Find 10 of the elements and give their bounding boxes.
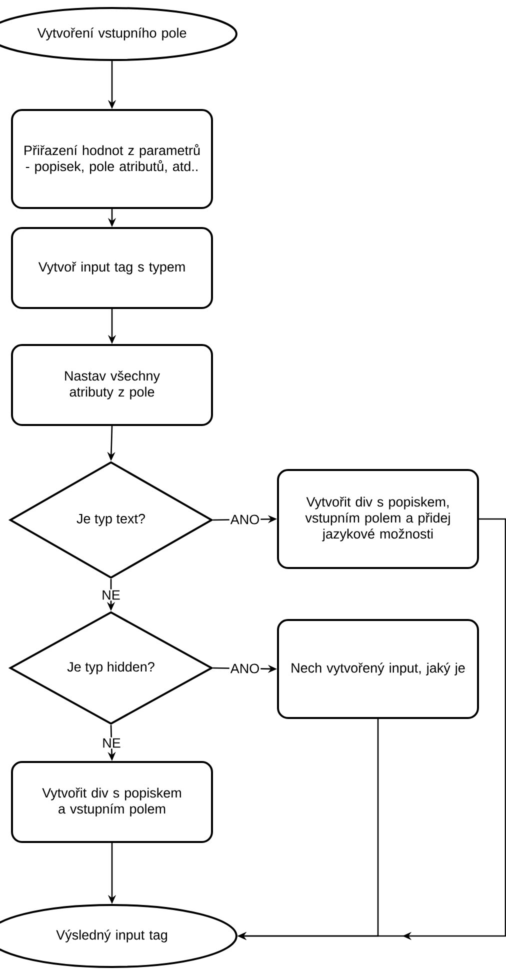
- edge-label: NE: [101, 737, 122, 749]
- process-box: Vytvořit div s popiskem a vstupním polem: [11, 761, 213, 843]
- edge-label: NE: [100, 589, 122, 601]
- process-box: Vytvoř input tag s typem: [11, 227, 213, 309]
- edge-label: ANO: [229, 662, 261, 674]
- process-box: Vytvořit div s popiskem, vstupním polem a přidej jazykové možnosti: [277, 469, 479, 569]
- edge-label: ANO: [229, 514, 261, 526]
- process-box: Nastav všechny atributy z pole: [11, 344, 213, 426]
- process-box: Nech vytvořený input, jaký je: [277, 619, 479, 719]
- process-box: Přiřazení hodnot z parametrů - popisek, pole atributů, atd..: [11, 109, 213, 210]
